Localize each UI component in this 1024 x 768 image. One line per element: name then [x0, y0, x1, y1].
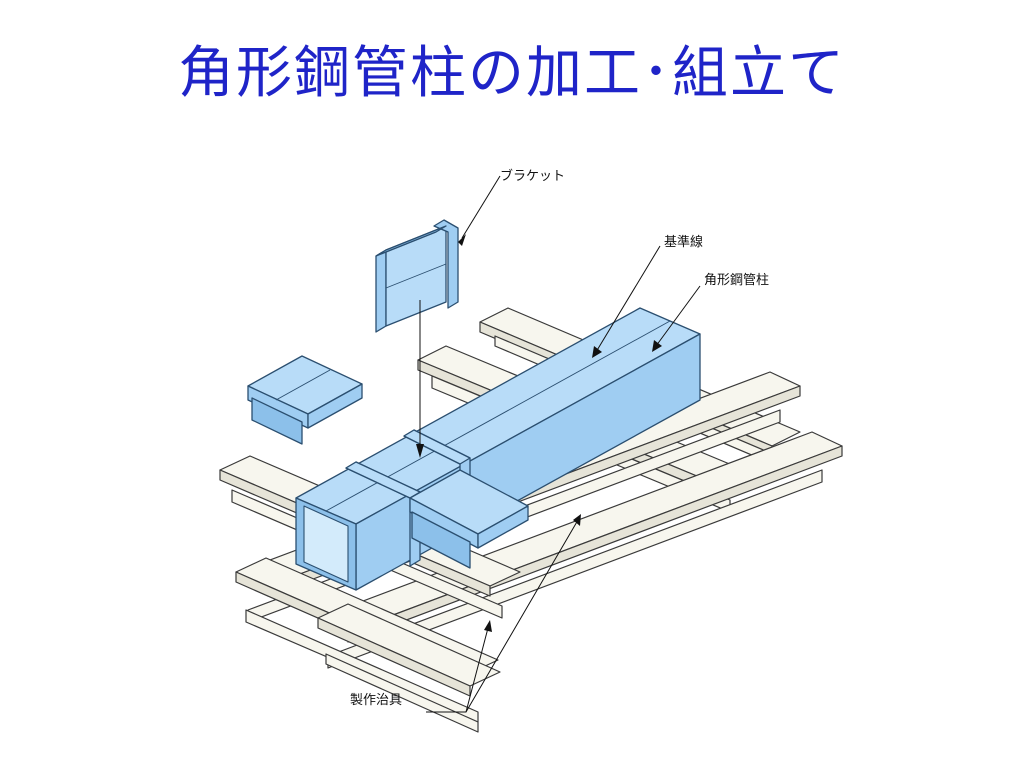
label-square-column: 角形鋼管柱: [704, 273, 769, 288]
bracket-left: [247, 355, 363, 445]
label-reference-line: 基準線: [664, 234, 703, 250]
leader-lines: [426, 175, 701, 713]
label-bracket: ブラケット: [500, 168, 565, 184]
attached-bracket: [409, 469, 529, 569]
alignment-arrow: [416, 300, 424, 458]
bracket-upper: [375, 219, 459, 333]
slide-title: 角形鋼管柱の加工･組立て: [178, 41, 846, 106]
label-fixture: 製作治具: [350, 693, 402, 708]
